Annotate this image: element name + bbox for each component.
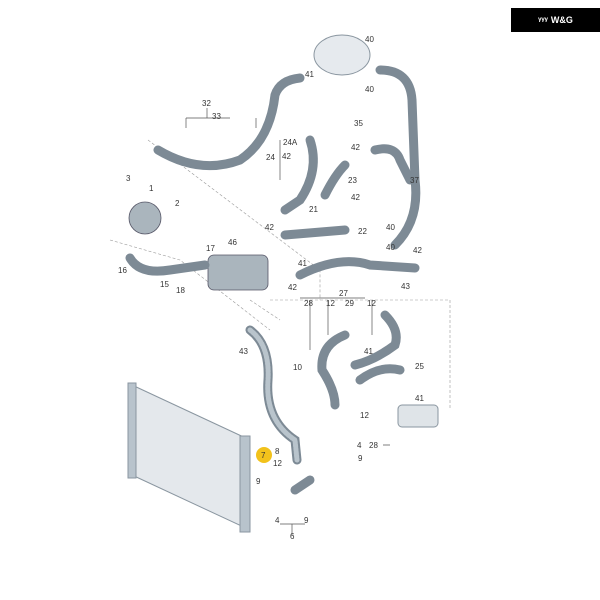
brand-logo: ᵞᵞᵞ W&G <box>511 8 600 32</box>
part-label: 33 <box>212 112 221 121</box>
part-label: 12 <box>360 411 369 420</box>
part-label: 29 <box>345 299 354 308</box>
part-label: 1 <box>149 184 154 193</box>
thermostat-housing <box>207 254 269 291</box>
part-label: 40 <box>386 223 395 232</box>
part-label: 4 <box>357 441 362 450</box>
part-label: 8 <box>275 447 280 456</box>
expansion-tank <box>313 34 371 76</box>
logo-mark: ᵞᵞᵞ <box>538 15 548 25</box>
part-label: 25 <box>415 362 424 371</box>
part-label: 28 <box>304 299 313 308</box>
part-label: 9 <box>358 454 363 463</box>
hoses <box>125 65 421 495</box>
part-label: 23 <box>348 176 357 185</box>
radiator <box>127 382 251 533</box>
water-pump <box>128 201 162 235</box>
part-label: 40 <box>386 243 395 252</box>
part-label: 42 <box>288 283 297 292</box>
part-label: 16 <box>118 266 127 275</box>
part-label: 9 <box>304 516 309 525</box>
part-label: 42 <box>265 223 274 232</box>
part-label: 18 <box>176 286 185 295</box>
highlight-marker <box>256 447 272 463</box>
part-label: 42 <box>282 152 291 161</box>
part-label: 6 <box>290 532 295 541</box>
part-label: 46 <box>228 238 237 247</box>
part-label: 24A <box>283 138 298 147</box>
part-label: 41 <box>305 70 314 79</box>
part-label: 41 <box>298 259 307 268</box>
part-label: 4 <box>275 516 280 525</box>
part-number-labels: 40 40 41 32 33 35 24A 42 24 42 23 42 1 3… <box>118 35 424 541</box>
part-label: 27 <box>339 289 348 298</box>
part-label: 17 <box>206 244 215 253</box>
part-label: 43 <box>401 282 410 291</box>
oil-cooler <box>397 404 439 428</box>
part-label: 2 <box>175 199 180 208</box>
part-label: 35 <box>354 119 363 128</box>
part-label: 42 <box>351 143 360 152</box>
leader-lines <box>185 108 390 535</box>
part-label: 3 <box>126 174 131 183</box>
part-label: 21 <box>309 205 318 214</box>
part-label: 12 <box>367 299 376 308</box>
part-label: 10 <box>293 363 302 372</box>
part-label: 42 <box>413 246 422 255</box>
part-label: 40 <box>365 85 374 94</box>
part-label: 43 <box>239 347 248 356</box>
part-label: 32 <box>202 99 211 108</box>
part-label: 37 <box>410 176 419 185</box>
part-label: 22 <box>358 227 367 236</box>
part-label: 9 <box>256 477 261 486</box>
part-label: 7 <box>261 451 266 460</box>
part-label: 41 <box>364 347 373 356</box>
part-label: 12 <box>326 299 335 308</box>
part-label: 28 <box>369 441 378 450</box>
part-label: 24 <box>266 153 275 162</box>
part-label: 12 <box>273 459 282 468</box>
part-label: 41 <box>415 394 424 403</box>
part-label: 40 <box>365 35 374 44</box>
part-label: 15 <box>160 280 169 289</box>
logo-text: W&G <box>550 15 573 25</box>
part-label: 42 <box>351 193 360 202</box>
